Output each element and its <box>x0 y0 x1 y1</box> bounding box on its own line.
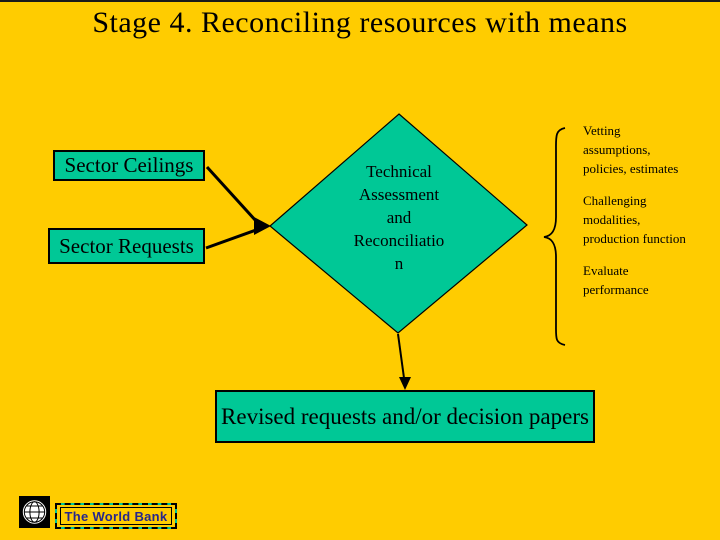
box-revised-requests: Revised requests and/or decision papers <box>215 390 595 443</box>
arrow-diamond-to-output <box>397 333 405 379</box>
box-sector-requests-label: Sector Requests <box>59 233 194 258</box>
brace-item-evaluate: Evaluate performance <box>583 263 649 297</box>
diamond-line: and <box>386 208 412 227</box>
arrowhead-into-diamond <box>254 217 271 235</box>
brace-annotations: Vetting assumptions, policies, estimates… <box>583 121 687 299</box>
diamond-line: Assessment <box>358 185 440 204</box>
box-sector-ceilings-label: Sector Ceilings <box>64 153 194 177</box>
arrow-requests-to-diamond <box>205 228 257 250</box>
diamond-line: Reconciliatio <box>353 231 445 250</box>
box-sector-requests: Sector Requests <box>48 228 205 264</box>
diamond-line: n <box>394 254 404 273</box>
world-bank-label: The World Bank <box>64 508 168 524</box>
slide-title: Stage 4. Reconciling resources with mean… <box>92 6 628 39</box>
world-bank-badge-frame: The World Bank <box>60 507 172 525</box>
slide-top-edge <box>0 0 720 2</box>
box-sector-ceilings: Sector Ceilings <box>53 150 205 181</box>
decision-diamond-label: Technical Assessment and Reconciliatio n <box>299 160 499 275</box>
globe-icon <box>19 496 50 528</box>
world-bank-badge: The World Bank <box>55 503 177 529</box>
world-bank-badge-pad: The World Bank <box>57 505 175 527</box>
box-revised-requests-label: Revised requests and/or decision papers <box>221 403 589 429</box>
brace-item-challenging: Challenging modalities, production funct… <box>583 193 686 246</box>
arrow-ceilings-to-diamond <box>205 165 258 223</box>
diamond-line: Technical <box>366 162 432 181</box>
brace-item-vetting: Vetting assumptions, policies, estimates <box>583 123 679 176</box>
curly-brace <box>543 127 566 346</box>
arrowhead-into-output <box>399 377 411 390</box>
